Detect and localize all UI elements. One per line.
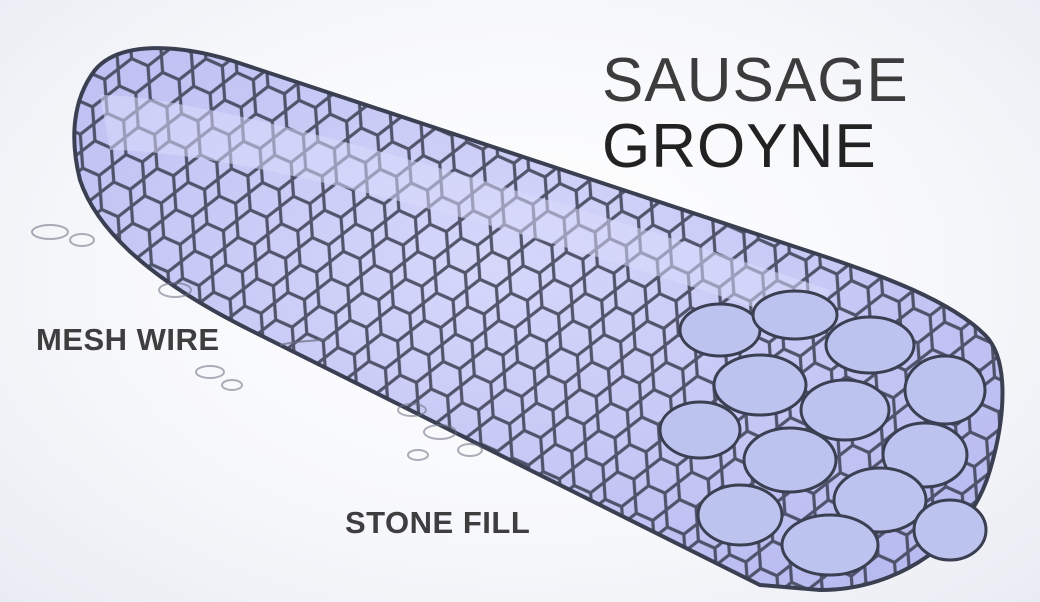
title-line-1: SAUSAGE [602,48,909,114]
diagram-title: SAUSAGE GROYNE [602,48,909,180]
stone-fill-label: STONE FILL [345,505,530,541]
title-line-2: GROYNE [602,114,909,180]
mesh-wire-label: MESH WIRE [36,322,220,358]
